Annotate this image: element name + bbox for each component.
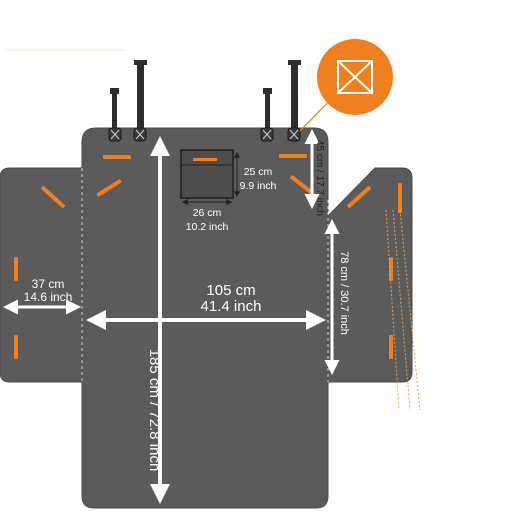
right-side-flap [327,167,413,383]
flap-width-in-label: 14.6 inch [24,290,73,304]
width-cm-label: 105 cm [206,282,255,299]
strap-2 [288,60,301,134]
buckle-icon [287,127,301,142]
side-flap-length-label: 78 cm / 30.7 inch [338,251,350,335]
flap-width-cm-label: 37 cm [32,277,65,291]
length-label: 185 cm / 72.8 inch [146,349,163,472]
buckle-icon [133,127,147,142]
pocket-width-cm-label: 26 cm [193,207,222,219]
storage-pocket [180,149,234,199]
callout-line [299,99,331,132]
pocket-height-in-label: 9.9 inch [240,180,277,192]
strap-1 [134,60,147,134]
strap-3 [110,88,119,134]
strap-4 [263,88,272,134]
left-side-flap [0,167,83,383]
buckle-callout-icon [337,60,373,94]
side-strap-lines [385,209,421,411]
buckle-icon [260,127,274,142]
top-flap-length-label: 45 cm / 17.7 inch [314,140,325,216]
buckle-icon [108,127,122,142]
width-in-label: 41.4 inch [201,298,262,315]
pocket-width-in-label: 10.2 inch [186,221,229,233]
pocket-height-cm-label: 25 cm [244,166,273,178]
